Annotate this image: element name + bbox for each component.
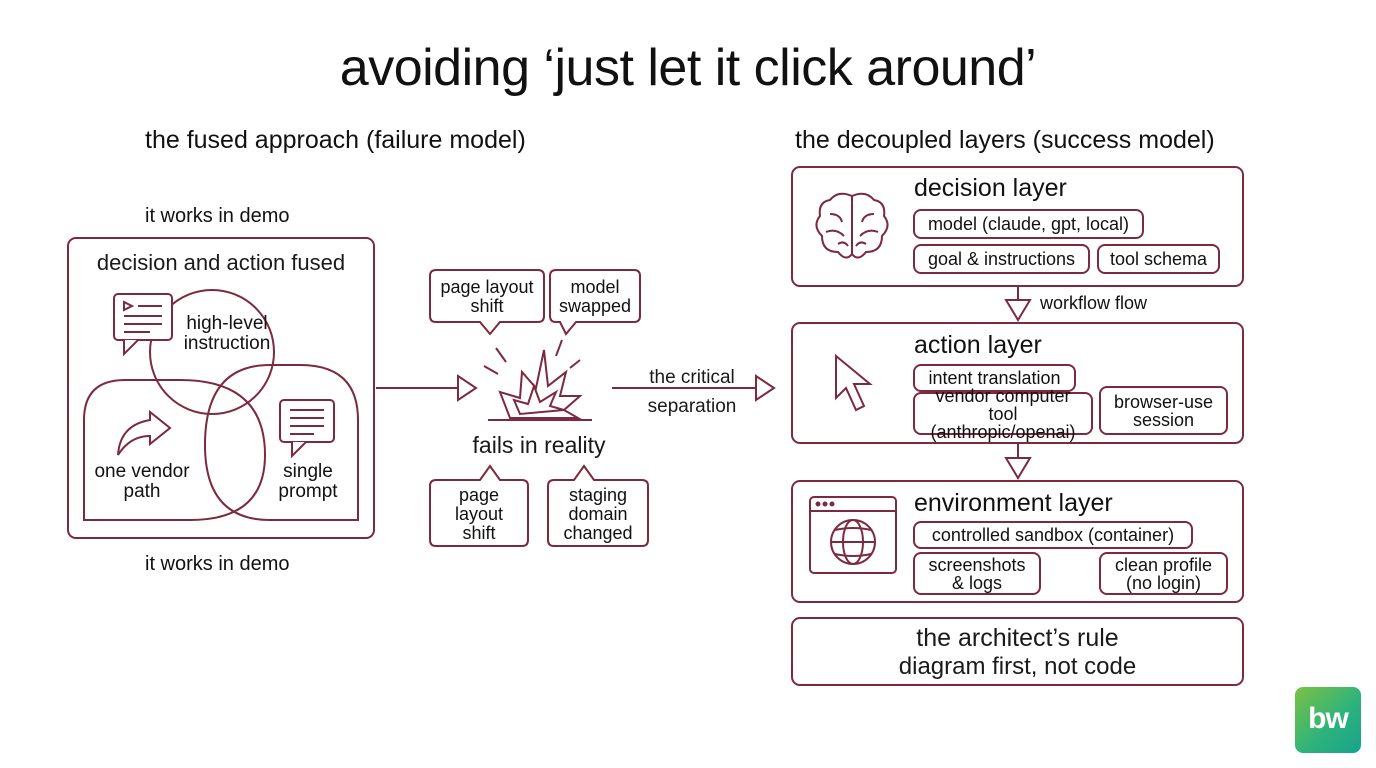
action-layer-box	[791, 322, 1244, 444]
decision-layer-box	[791, 166, 1244, 287]
decision-item-tool-schema: tool schema	[1097, 244, 1220, 274]
environment-item-clean-profile: clean profile (no login)	[1099, 552, 1228, 595]
bubble-bottom-left	[429, 464, 529, 547]
demo-note-top: it works in demo	[145, 205, 290, 227]
action-item-vendor-tool: vendor computer tool (anthropic/openai)	[913, 387, 1093, 441]
decision-layer-title: decision layer	[914, 174, 1067, 202]
document-icon	[113, 293, 173, 357]
bubble-bottom-right-text: staging domain changed	[563, 485, 633, 543]
bubble-top-left	[429, 269, 545, 336]
venn-circle-top	[149, 289, 275, 415]
explosion-icon	[483, 339, 592, 421]
environment-layer-box	[791, 480, 1244, 603]
page-title: avoiding ‘just let it click around’	[339, 39, 1037, 97]
bubble-bottom-right	[547, 464, 649, 547]
venn-label-left: one vendor path	[94, 461, 190, 502]
action-layer-title: action layer	[914, 331, 1042, 359]
action-item-browser-use: browser-use session	[1099, 386, 1228, 435]
fused-box	[67, 237, 375, 539]
rule-content: the architect’s rule diagram first, not …	[792, 624, 1243, 681]
curved-arrow-icon	[117, 409, 172, 456]
action-item-intent: intent translation	[913, 364, 1076, 392]
fails-in-reality-caption: fails in reality	[472, 432, 606, 458]
environment-item-sandbox: controlled sandbox (container)	[913, 521, 1193, 549]
browser-globe-icon	[809, 496, 897, 574]
environment-item-screenshots: screenshots & logs	[913, 552, 1041, 595]
bubble-bottom-left-text: page layout shift	[454, 485, 504, 543]
arrow-down-icon	[1004, 457, 1032, 480]
separation-label: the critical separation	[647, 367, 737, 417]
environment-layer-title: environment layer	[914, 489, 1113, 517]
bubble-top-right-text: model swapped	[558, 277, 632, 316]
bubble-top-right	[549, 269, 641, 336]
rule-title: the architect’s rule	[916, 624, 1119, 652]
demo-note-bottom: it works in demo	[145, 553, 290, 575]
rule-box	[791, 617, 1244, 686]
venn-shape-right	[203, 364, 359, 521]
brand-logo: bw	[1295, 687, 1361, 753]
brain-icon	[815, 192, 889, 259]
chat-bubble-icon	[279, 399, 335, 459]
fused-approach-heading: the fused approach (failure model)	[145, 126, 526, 154]
pointer-icon	[835, 353, 873, 412]
arrow-right-icon	[755, 374, 776, 402]
venn-label-top: high-level instruction	[183, 313, 271, 354]
rule-subtitle: diagram first, not code	[898, 653, 1137, 680]
venn-label-right: single prompt	[278, 461, 338, 502]
fused-box-title: decision and action fused	[96, 250, 346, 275]
decision-item-model: model (claude, gpt, local)	[913, 209, 1144, 239]
arrow-down-icon	[1004, 299, 1032, 322]
decoupled-layers-heading: the decoupled layers (success model)	[795, 126, 1215, 154]
workflow-flow-label: workflow flow	[1040, 293, 1148, 313]
venn-shape-left	[83, 379, 267, 521]
decision-item-goal: goal & instructions	[913, 244, 1090, 274]
bubble-top-left-text: page layout shift	[440, 277, 534, 316]
